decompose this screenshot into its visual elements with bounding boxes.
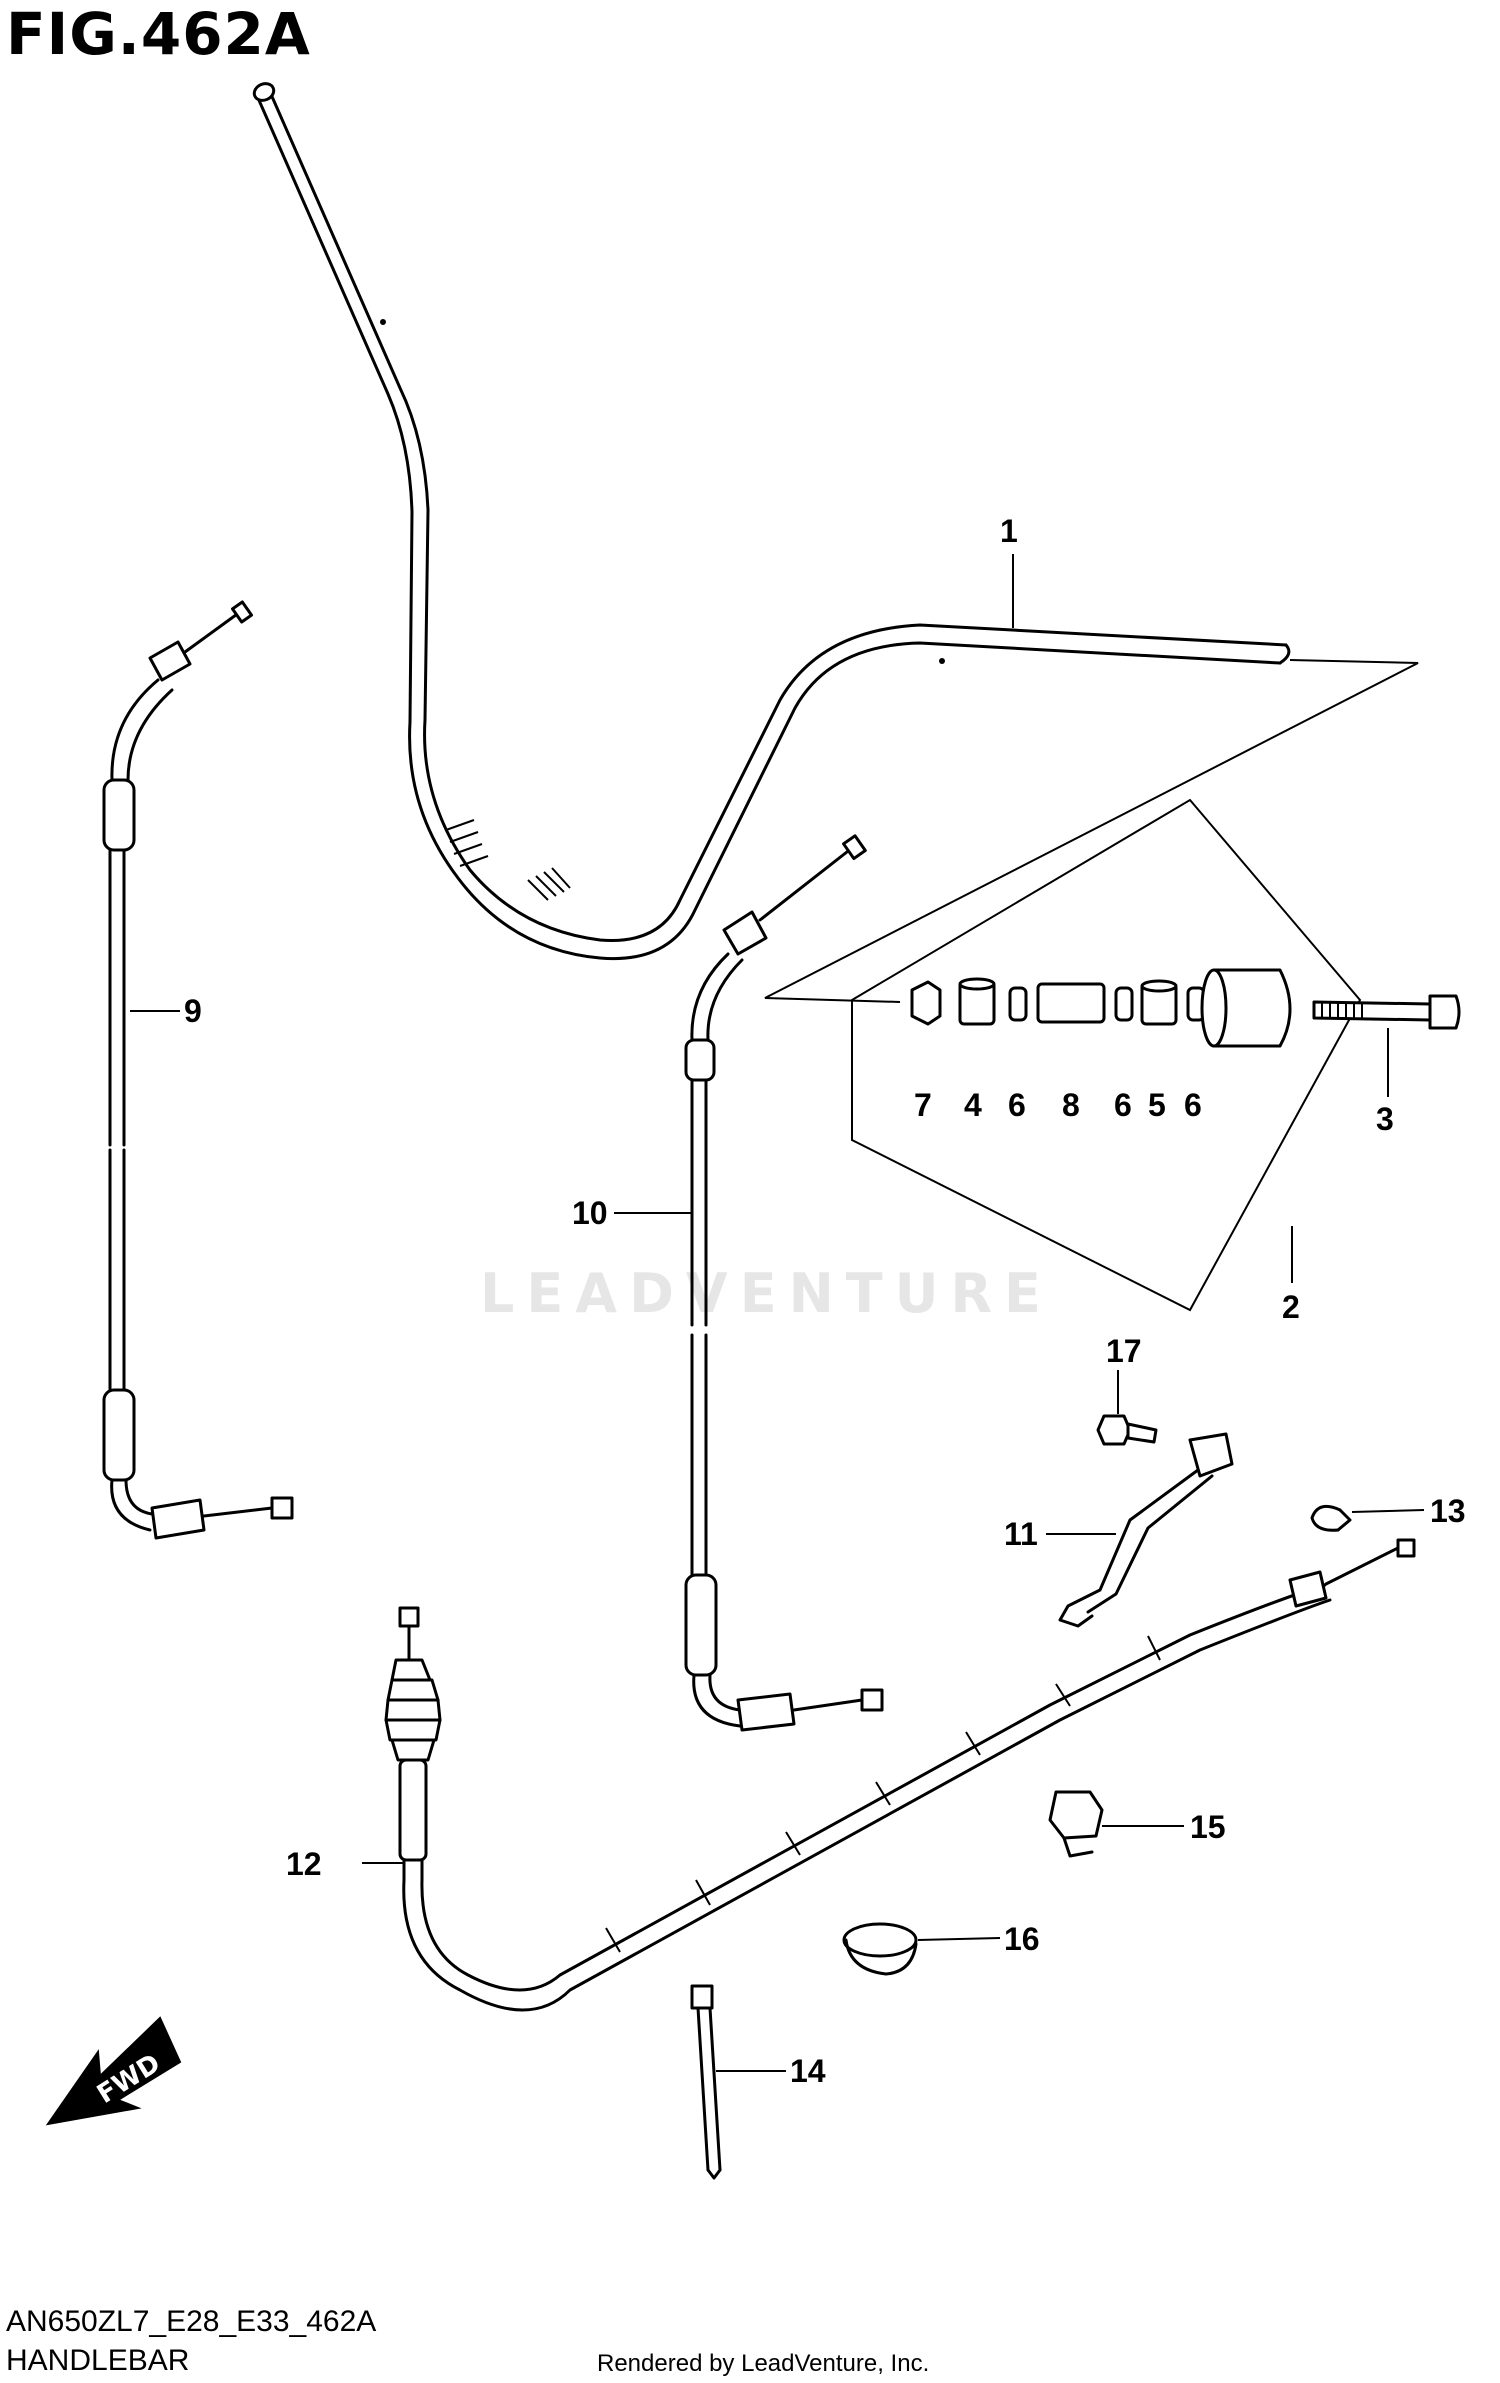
callout-8: 8 [1062, 1087, 1080, 1123]
part-4-spacer[interactable] [958, 977, 996, 1026]
callout-14: 14 [790, 2053, 826, 2089]
callout-7: 7 [914, 1087, 932, 1123]
handlebar-balancer-weight[interactable] [1200, 968, 1292, 1048]
rendered-by-credit: Rendered by LeadVenture, Inc. [597, 2350, 930, 2377]
part-9-throttle-cable[interactable] [102, 600, 294, 1540]
callout-12: 12 [286, 1846, 322, 1882]
part-11-cable-bracket[interactable] [1058, 1432, 1234, 1628]
part-15-cable-clamp[interactable] [1048, 1790, 1104, 1858]
callouts: 1 2 3 7 4 6 8 6 5 6 9 10 11 12 13 14 15 … [184, 513, 1466, 2089]
handlebar[interactable] [252, 81, 1291, 961]
part-13-e-clip[interactable] [1310, 1504, 1352, 1532]
part-14-cable-tie[interactable] [690, 1984, 722, 2180]
callout-17: 17 [1106, 1333, 1142, 1369]
part-12-clutch-cable[interactable] [384, 1538, 1416, 2012]
part-5-spacer[interactable] [1140, 979, 1178, 1026]
callout-11: 11 [1004, 1516, 1038, 1552]
part-7-screw[interactable] [910, 980, 942, 1026]
part-6-washer-a[interactable] [1008, 986, 1028, 1022]
callout-13: 13 [1430, 1493, 1466, 1529]
callout-4: 4 [964, 1087, 982, 1123]
section-name: HANDLEBAR [6, 2344, 190, 2377]
part-6-washer-b[interactable] [1114, 986, 1134, 1022]
leader-lines [130, 554, 1425, 2072]
figure-title: FIG.462A [6, 0, 311, 68]
callout-9: 9 [184, 993, 202, 1029]
callout-5: 5 [1148, 1087, 1166, 1123]
watermark: LEADVENTURE [480, 1262, 1053, 1325]
callout-15: 15 [1190, 1809, 1226, 1845]
callout-1: 1 [1000, 513, 1018, 549]
fwd-direction-arrow: FWD [45, 2016, 182, 2126]
callout-6c: 6 [1184, 1087, 1202, 1123]
callout-6a: 6 [1008, 1087, 1026, 1123]
balancer-assembly-outline [851, 798, 1362, 1312]
callout-16: 16 [1004, 1921, 1040, 1957]
part-17-bolt[interactable] [1096, 1414, 1158, 1446]
callout-3: 3 [1376, 1101, 1394, 1137]
callout-2: 2 [1282, 1289, 1300, 1325]
part-16-clamp[interactable] [842, 1922, 918, 1976]
part-3-screw[interactable] [1312, 994, 1461, 1030]
callout-10: 10 [572, 1195, 608, 1231]
part-8-collar[interactable] [1036, 982, 1106, 1024]
figure-code: AN650ZL7_E28_E33_462A [6, 2305, 377, 2338]
assembly-guide-line [764, 659, 1419, 1003]
callout-6b: 6 [1114, 1087, 1132, 1123]
part-10-throttle-cable[interactable] [684, 834, 884, 1732]
